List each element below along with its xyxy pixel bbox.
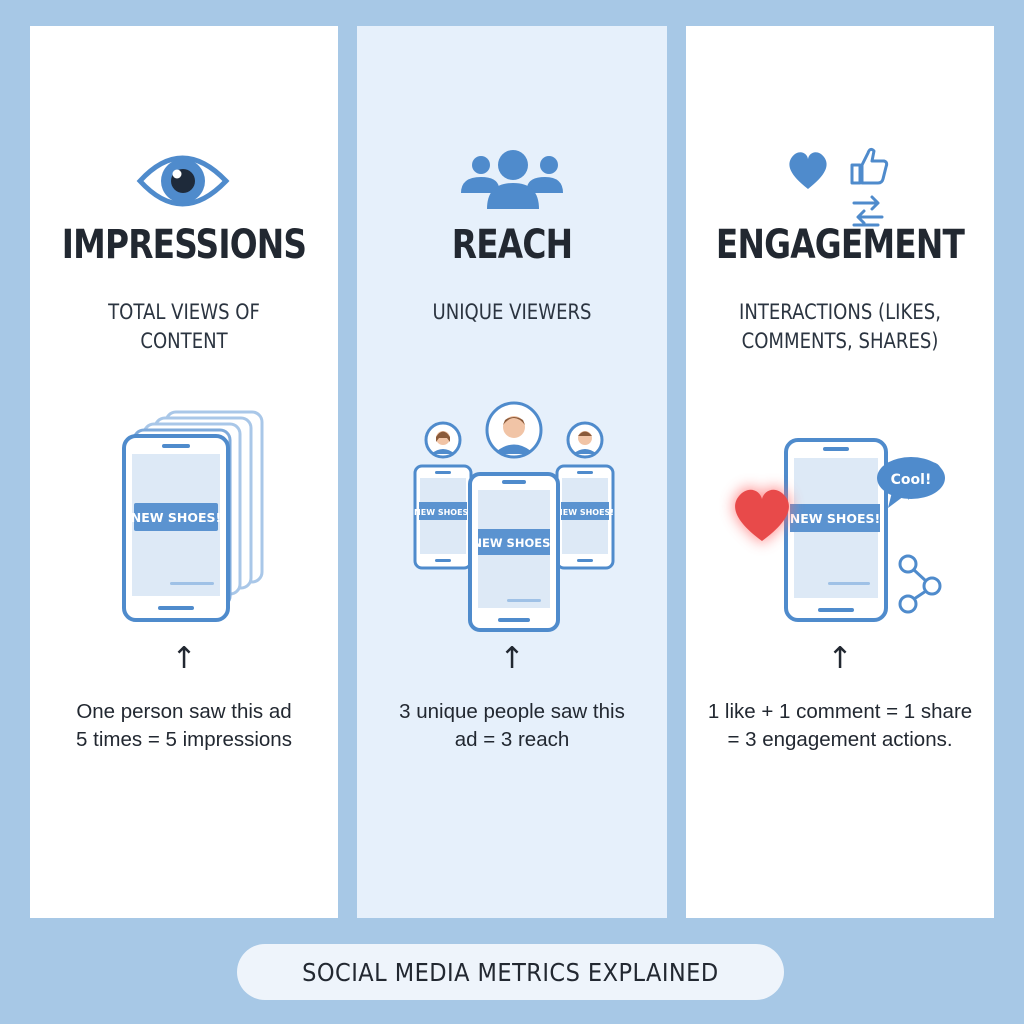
thumbs-up-icon	[850, 147, 889, 185]
impressions-panel: IMPRESSIONS TOTAL VIEWS OF CONTENT	[30, 26, 338, 918]
comment-text: Cool!	[891, 472, 932, 488]
three-viewers-illustration: NEW SHOES! NEW SHOES! NEW SHOES!	[357, 396, 667, 646]
engagement-illustration: NEW SHOES! Cool!	[686, 396, 994, 646]
subtitle-line: COMMENTS, SHARES)	[741, 329, 939, 353]
engagement-icon-area	[686, 121, 994, 241]
engagement-title: ENGAGEMENT	[715, 222, 965, 268]
share-node-icon	[898, 554, 942, 614]
comment-bubble-icon: Cool!	[877, 457, 945, 508]
impressions-subtitle: TOTAL VIEWS OF CONTENT	[72, 298, 296, 356]
heart-icon	[789, 152, 827, 189]
phone-banner: NEW SHOES!	[556, 508, 614, 517]
footer-banner: SOCIAL MEDIA METRICS EXPLAINED	[237, 944, 784, 1000]
engagement-subtitle: INTERACTIONS (LIKES, COMMENTS, SHARES)	[728, 298, 952, 356]
reach-subtitle: UNIQUE VIEWERS	[399, 298, 624, 327]
caption-line: One person saw this ad	[76, 700, 292, 723]
phone-banner: NEW SHOES!	[790, 511, 880, 526]
impressions-caption: One person saw this ad 5 times = 5 impre…	[48, 698, 320, 754]
like-heart-icon	[733, 487, 791, 543]
avatar	[424, 421, 462, 459]
stacked-phones-illustration: NEW SHOES!	[30, 396, 338, 646]
avatar	[485, 401, 543, 459]
subtitle-line: TOTAL VIEWS OF	[108, 300, 260, 324]
reach-title: REACH	[451, 222, 573, 268]
impressions-icon-area	[30, 121, 338, 241]
up-arrow-icon: ↑	[827, 641, 853, 676]
phone-banner: NEW SHOES!	[472, 536, 555, 550]
caption-line: 1 like + 1 comment = 1 share	[707, 700, 973, 723]
phone: NEW SHOES!	[555, 464, 615, 570]
up-arrow-icon: ↑	[499, 641, 525, 676]
avatar	[566, 421, 604, 459]
eye-icon	[136, 155, 230, 207]
share-arrows-icon	[852, 195, 884, 227]
people-group-icon	[461, 150, 563, 209]
caption-line: ad = 3 reach	[454, 728, 570, 751]
subtitle-line: CONTENT	[140, 329, 228, 353]
impressions-title: IMPRESSIONS	[61, 222, 307, 268]
reach-caption: 3 unique people saw this ad = 3 reach	[375, 698, 649, 754]
phone: NEW SHOES!	[468, 472, 560, 632]
up-arrow-icon: ↑	[171, 641, 197, 676]
phone-banner: NEW SHOES!	[131, 510, 221, 525]
caption-line: 3 unique people saw this	[399, 700, 625, 723]
phone: NEW SHOES!	[413, 464, 473, 570]
phone: NEW SHOES!	[122, 434, 230, 622]
engagement-panel: ENGAGEMENT INTERACTIONS (LIKES, COMMENTS…	[686, 26, 994, 918]
phone: NEW SHOES!	[784, 438, 888, 622]
subtitle-line: UNIQUE VIEWERS	[432, 300, 592, 324]
reach-icon-area	[357, 121, 667, 241]
reach-panel: REACH UNIQUE VIEWERS	[357, 26, 667, 918]
caption-line: 5 times = 5 impressions	[76, 728, 292, 751]
caption-line: = 3 engagement actions.	[727, 728, 953, 751]
engagement-caption: 1 like + 1 comment = 1 share = 3 engagem…	[704, 698, 976, 754]
footer-title: SOCIAL MEDIA METRICS EXPLAINED	[302, 957, 719, 987]
phone-banner: NEW SHOES!	[414, 508, 472, 517]
subtitle-line: INTERACTIONS (LIKES,	[739, 300, 941, 324]
